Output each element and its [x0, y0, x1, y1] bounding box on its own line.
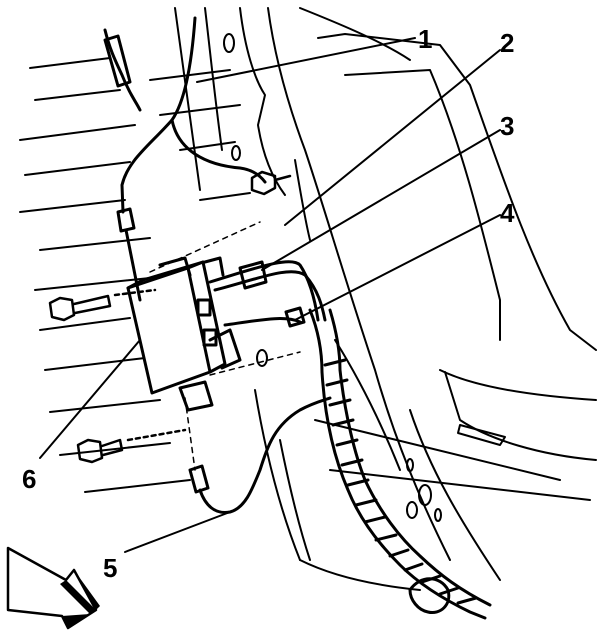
bolt-icon [48, 288, 157, 322]
callout-4: 4 [500, 198, 515, 228]
callout-3: 3 [500, 111, 514, 141]
receiver-module [126, 256, 242, 412]
callout-2: 2 [500, 28, 514, 58]
leader-lines [39, 37, 501, 553]
callout-6: 6 [22, 464, 36, 494]
lower-cable [188, 396, 332, 515]
nut-icon [250, 170, 292, 196]
callout-5: 5 [103, 553, 117, 583]
wire-harness [208, 260, 492, 620]
antenna-cable [103, 16, 267, 302]
body-pillar [174, 7, 597, 591]
callout-1: 1 [418, 24, 432, 54]
bolt-icon [76, 428, 187, 464]
front-view-arrow-icon [6, 546, 100, 630]
alignment-lines [149, 221, 301, 471]
